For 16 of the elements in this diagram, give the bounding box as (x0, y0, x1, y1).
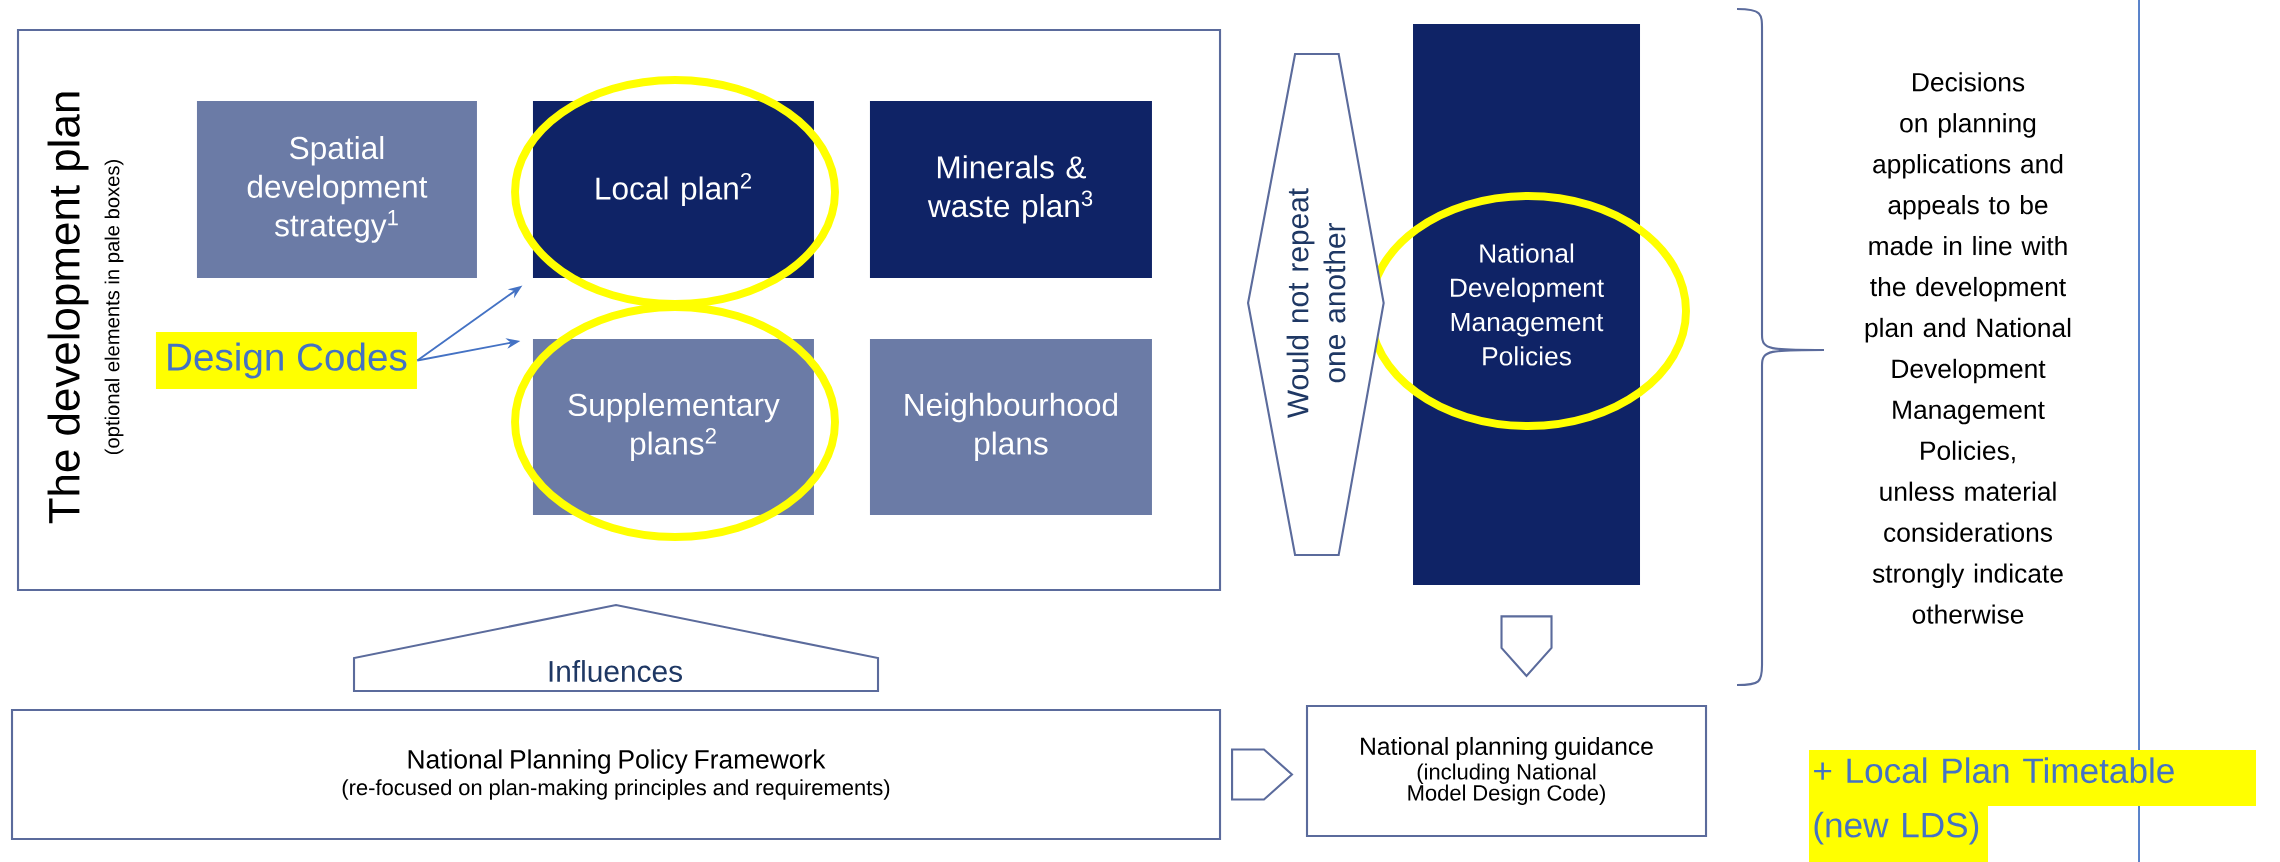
note-text: Decisions on planning applications and appeals to be made in line with the development plan and National Development Management Policies, unless material considerations strongly indicate otherwise (1865, 72, 2071, 624)
plan-box: Neighbourhood plans (869, 338, 1152, 515)
edge-label: Influences (545, 658, 685, 684)
plan-box: Minerals & waste plan$^{3}$ (869, 100, 1152, 278)
highlighted-label: Design Codes (155, 331, 417, 389)
policy-box: National Development Management Policies (1413, 24, 1640, 585)
block-arrow (1500, 615, 1553, 678)
block-arrow (1231, 748, 1294, 801)
block-arrow (352, 603, 880, 692)
framework-box: National planning guidance (including National Model Design Code) (1305, 704, 1708, 838)
plan-box: Supplementary plans$^{2}$ (532, 338, 814, 515)
edge-label: Would not repeat one another (1284, 151, 1348, 455)
framework-box: National Planning Policy Framework (re-focused on plan-making principles and requirements) (10, 708, 1222, 841)
plan-box: Local plan$^{2}$ (532, 100, 814, 278)
highlighted-note: + Local Plan Timetable (new LDS) (1809, 750, 2256, 862)
plan-box: Spatial development strategy$^{1}$ (196, 100, 477, 278)
